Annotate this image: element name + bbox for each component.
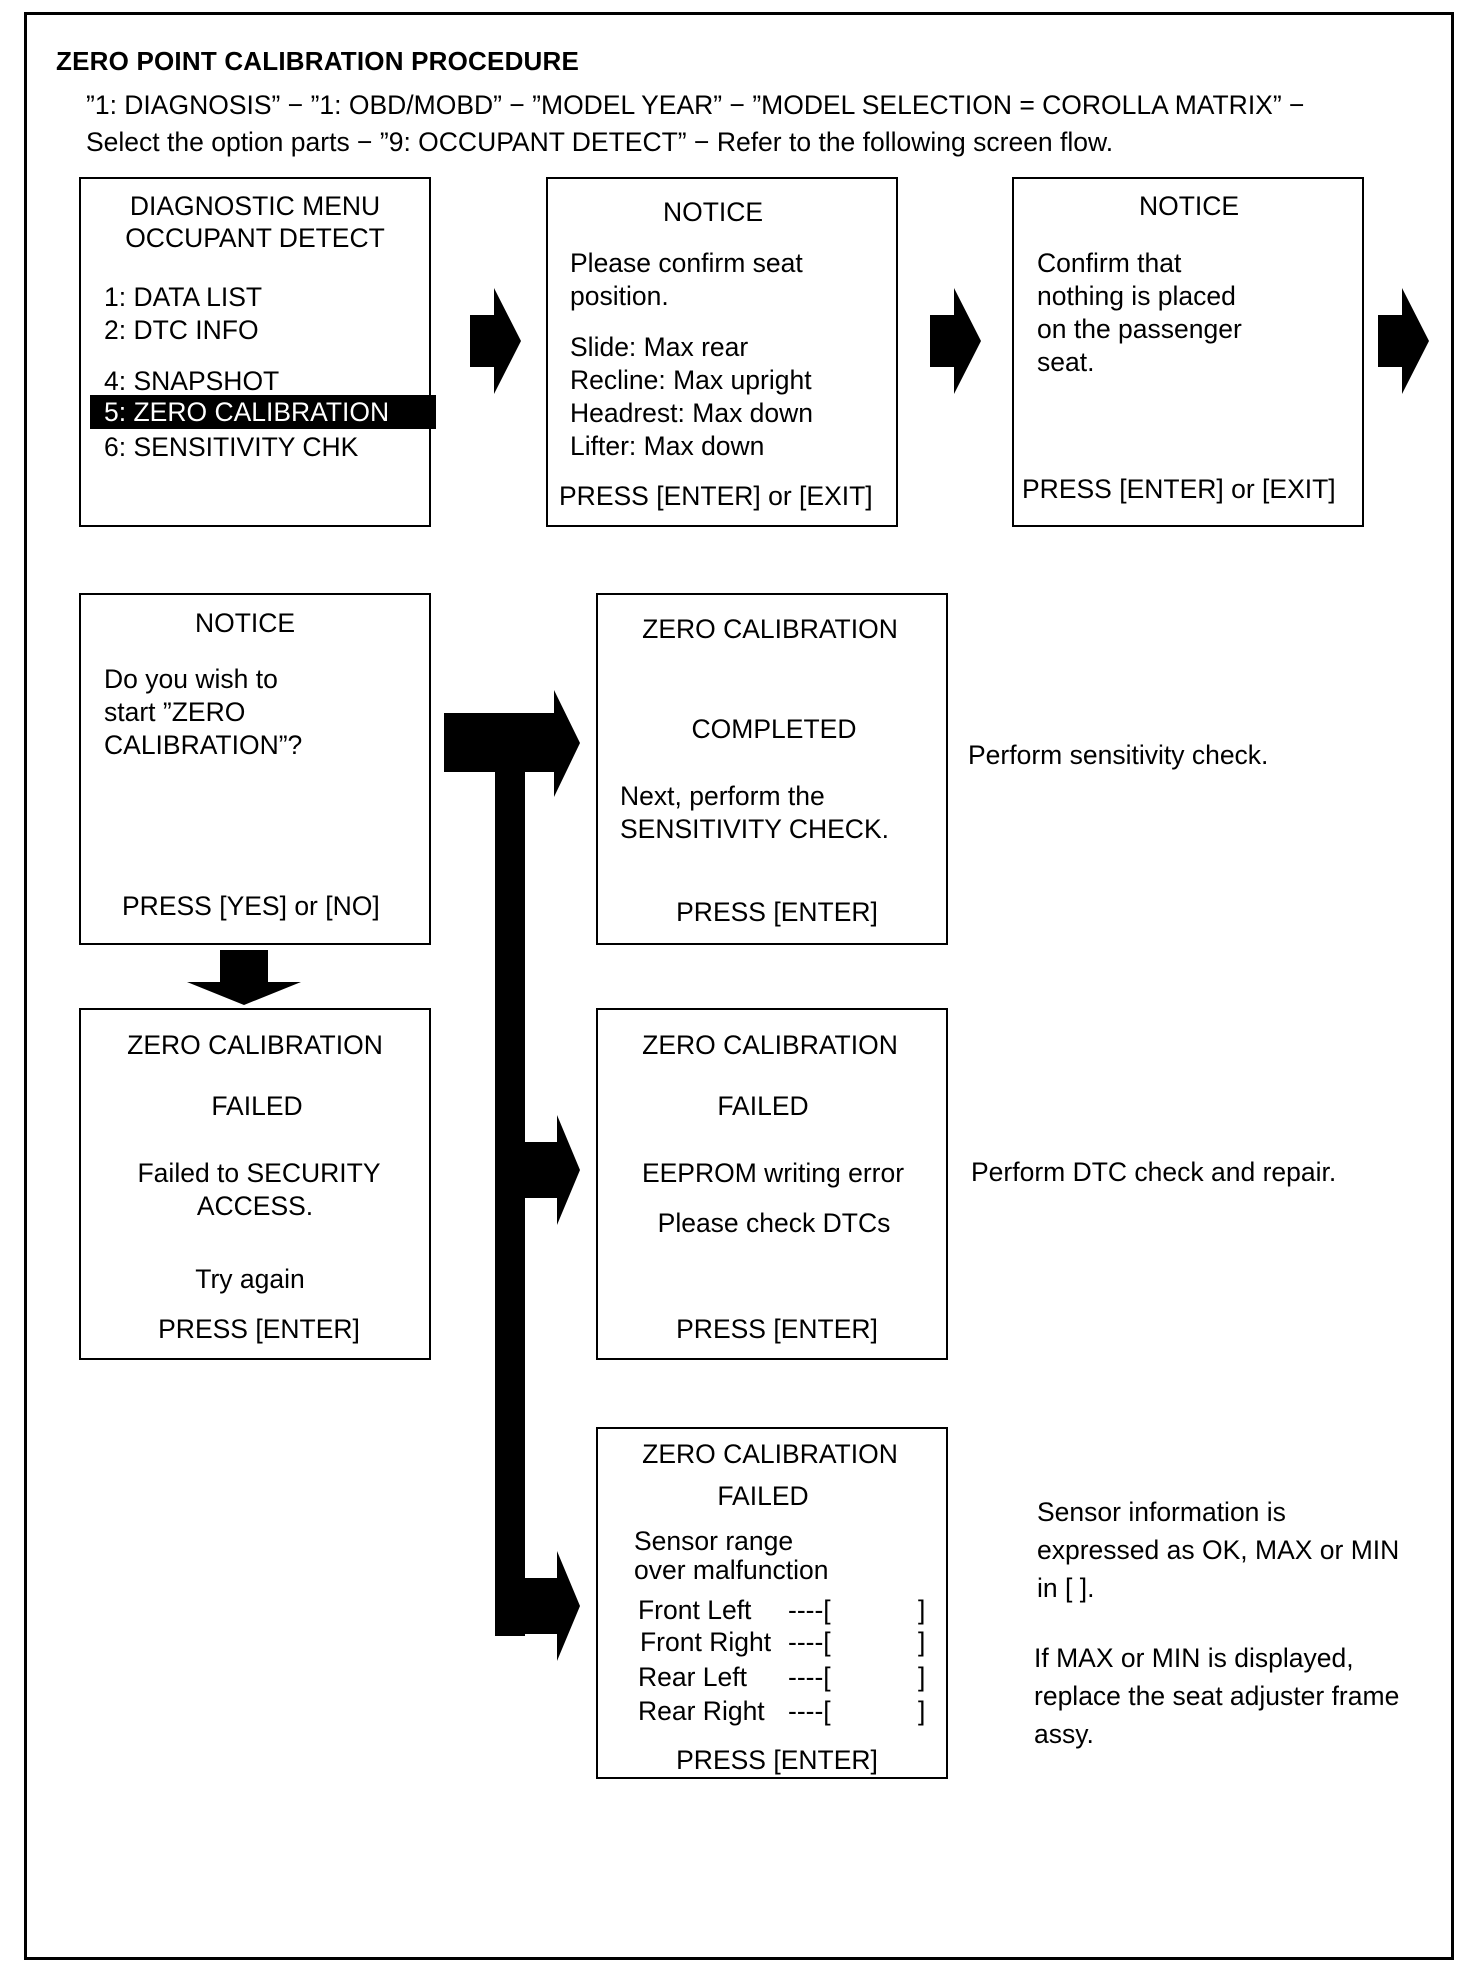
eeprom-fail-line: EEPROM writing error (641, 1158, 905, 1188)
security-fail-retry: Try again (195, 1264, 305, 1294)
sensor-fail-heading: ZERO CALIBRATION (642, 1439, 898, 1469)
start-notice-line: CALIBRATION”? (104, 730, 303, 760)
eeprom-failed-screen (596, 1008, 948, 1360)
arrow-branch-trunk (495, 770, 525, 1636)
completed-status: COMPLETED (691, 714, 857, 744)
nothing-notice-line: seat. (1037, 347, 1095, 377)
arrow-branch-completed (444, 690, 580, 797)
seat-notice-line: Please confirm seat (570, 248, 803, 278)
seat-notice-prompt[interactable]: PRESS [ENTER] or [EXIT] (559, 481, 873, 511)
start-notice-heading: NOTICE (194, 608, 296, 638)
sensor-bracket: ] (918, 1595, 926, 1625)
menu-item-snapshot[interactable]: 4: SNAPSHOT (104, 366, 280, 396)
sensor-bracket: ] (918, 1696, 926, 1726)
sensor-dashes: ----[ (788, 1696, 831, 1726)
nothing-notice-heading: NOTICE (1138, 191, 1240, 221)
arrow-branch-sensor (525, 1551, 580, 1661)
sensor-fail-status: FAILED (717, 1481, 809, 1511)
security-fail-prompt[interactable]: PRESS [ENTER] (158, 1314, 360, 1344)
procedure-title: ZERO POINT CALIBRATION PROCEDURE (56, 46, 580, 76)
completed-heading: ZERO CALIBRATION (642, 614, 898, 644)
sensor-dashes: ----[ (788, 1662, 831, 1692)
intro-line-2: Select the option parts − ”9: OCCUPANT D… (86, 127, 1114, 157)
sensor-label-rear-right: Rear Right (638, 1696, 765, 1726)
nothing-notice-line: Confirm that (1037, 248, 1182, 278)
sensor-note-line: replace the seat adjuster frame (1034, 1681, 1400, 1711)
seat-notice-line: Slide: Max rear (570, 332, 749, 362)
sensor-label-front-left: Front Left (638, 1595, 752, 1625)
sensor-fail-line: Sensor range (634, 1526, 794, 1556)
sensor-note-line: Sensor information is (1037, 1497, 1286, 1527)
sensor-note-line: expressed as OK, MAX or MIN (1037, 1535, 1400, 1565)
eeprom-fail-line: Please check DTCs (657, 1208, 891, 1238)
security-access-failed-screen (79, 1008, 431, 1360)
menu-item-dtc-info[interactable]: 2: DTC INFO (104, 315, 259, 345)
security-fail-status: FAILED (211, 1091, 303, 1121)
seat-notice-line: Recline: Max upright (570, 365, 812, 395)
arrow-right-1 (470, 288, 521, 394)
sensor-note-line: in [ ]. (1037, 1573, 1095, 1603)
security-fail-line: Failed to SECURITY (137, 1158, 381, 1188)
security-fail-line: ACCESS. (196, 1191, 314, 1221)
sensor-fail-line: over malfunction (634, 1555, 829, 1585)
nothing-placed-notice-screen (1012, 177, 1364, 527)
sensor-label-front-right: Front Right (640, 1627, 772, 1657)
arrow-right-2 (930, 288, 981, 394)
sensor-note-line: If MAX or MIN is displayed, (1034, 1643, 1354, 1673)
seat-notice-line: Headrest: Max down (570, 398, 814, 428)
procedure-frame (24, 12, 1454, 1960)
sensor-note-line: assy. (1034, 1719, 1094, 1749)
eeprom-note: Perform DTC check and repair. (971, 1157, 1337, 1187)
menu-title-1: DIAGNOSTIC MENU (129, 191, 381, 221)
nothing-notice-line: nothing is placed (1037, 281, 1236, 311)
start-calibration-notice-screen (79, 593, 431, 945)
eeprom-fail-prompt[interactable]: PRESS [ENTER] (676, 1314, 878, 1344)
sensor-label-rear-left: Rear Left (638, 1662, 748, 1692)
eeprom-fail-heading: ZERO CALIBRATION (642, 1030, 898, 1060)
seat-notice-heading: NOTICE (662, 197, 764, 227)
completed-line: SENSITIVITY CHECK. (620, 814, 889, 844)
completed-prompt[interactable]: PRESS [ENTER] (676, 897, 878, 927)
menu-item-zero-calibration[interactable]: 5: ZERO CALIBRATION (90, 395, 436, 429)
diagnostic-menu-screen (79, 177, 431, 527)
sensor-bracket: ] (918, 1627, 926, 1657)
sensor-range-failed-screen (596, 1427, 948, 1779)
arrow-down (187, 950, 301, 1005)
seat-notice-line: position. (570, 281, 669, 311)
seat-position-notice-screen (546, 177, 898, 527)
arrow-right-3 (1378, 288, 1429, 394)
sensor-dashes: ----[ (788, 1627, 831, 1657)
sensor-fail-prompt[interactable]: PRESS [ENTER] (676, 1745, 878, 1775)
menu-item-data-list[interactable]: 1: DATA LIST (104, 282, 263, 312)
seat-notice-line: Lifter: Max down (570, 431, 765, 461)
nothing-notice-line: on the passenger (1037, 314, 1242, 344)
menu-item-sensitivity-chk[interactable]: 6: SENSITIVITY CHK (104, 432, 359, 462)
sensor-bracket: ] (918, 1662, 926, 1692)
eeprom-fail-status: FAILED (717, 1091, 809, 1121)
completed-line: Next, perform the (620, 781, 825, 811)
nothing-notice-prompt[interactable]: PRESS [ENTER] or [EXIT] (1022, 474, 1336, 504)
start-notice-line: start ”ZERO (104, 697, 246, 727)
sensor-dashes: ----[ (788, 1595, 831, 1625)
start-notice-prompt[interactable]: PRESS [YES] or [NO] (122, 891, 380, 921)
calibration-completed-screen (596, 593, 948, 945)
menu-title-2: OCCUPANT DETECT (125, 223, 385, 253)
security-fail-heading: ZERO CALIBRATION (127, 1030, 383, 1060)
intro-line-1: ”1: DIAGNOSIS” − ”1: OBD/MOBD” − ”MODEL … (86, 90, 1305, 120)
start-notice-line: Do you wish to (104, 664, 278, 694)
completed-note: Perform sensitivity check. (968, 740, 1269, 770)
arrow-branch-eeprom (525, 1115, 580, 1225)
